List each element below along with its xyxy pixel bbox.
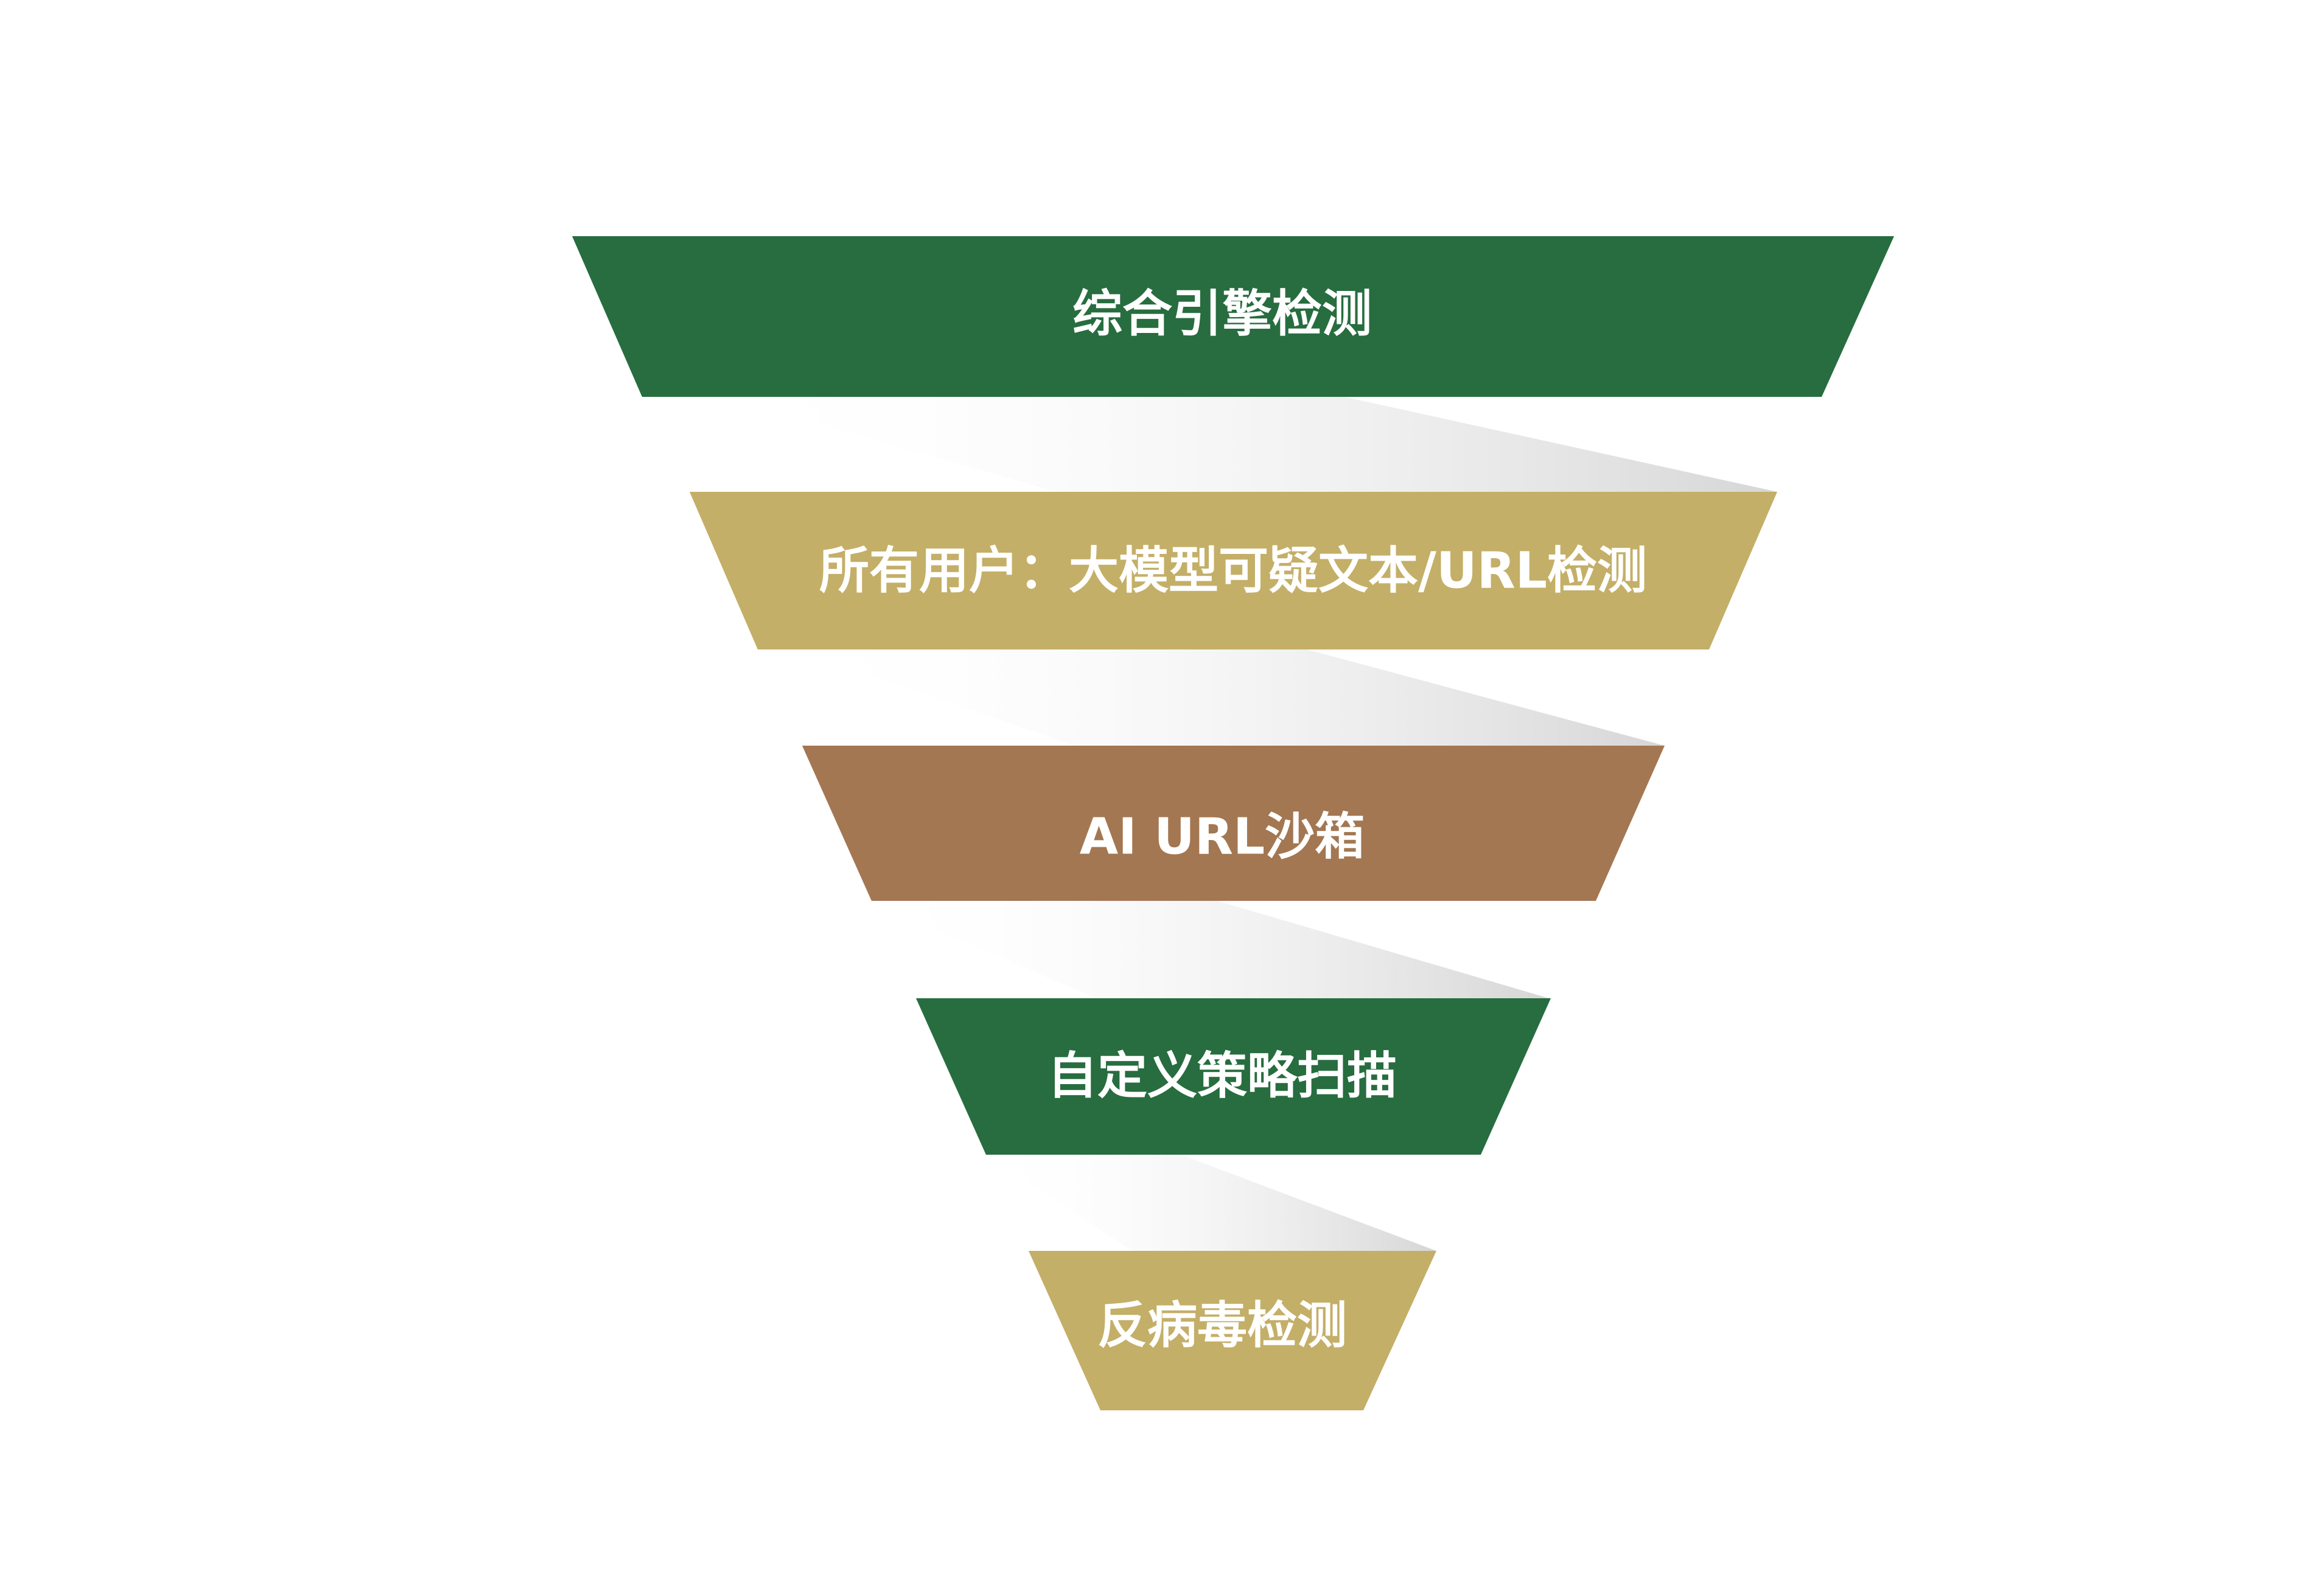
funnel-layer-3: AI URL沙箱 (802, 746, 1665, 901)
funnel-layer-label: 自定义策略扫描 (1047, 1048, 1397, 1105)
connector-shadow-2 (791, 648, 1665, 746)
funnel-layer-2: 所有用户：大模型可疑文本/URL检测 (690, 492, 1777, 649)
funnel-layer-shape (916, 998, 1551, 1155)
funnel-layer-5: 反病毒检测 (1029, 1251, 1436, 1410)
connector-shadow-3 (870, 901, 1549, 998)
funnel-layer-label: 反病毒检测 (1097, 1297, 1347, 1355)
connector-shadow-4 (986, 1153, 1436, 1251)
layer-connectors (721, 396, 1777, 1251)
connector-shadow-1 (721, 396, 1777, 492)
funnel-layer-1: 综合引擎检测 (572, 236, 1894, 397)
funnel-layer-label: 所有用户：大模型可疑文本/URL检测 (819, 542, 1647, 600)
funnel-layer-shape (1029, 1251, 1436, 1410)
funnel-layer-shape (572, 236, 1894, 397)
funnel-layer-shape (690, 492, 1777, 649)
funnel-layer-shape (802, 746, 1665, 901)
funnel-layer-4: 自定义策略扫描 (916, 998, 1551, 1155)
funnel-layer-label: 综合引擎检测 (1072, 285, 1372, 343)
funnel-layer-label: AI URL沙箱 (1080, 808, 1365, 866)
